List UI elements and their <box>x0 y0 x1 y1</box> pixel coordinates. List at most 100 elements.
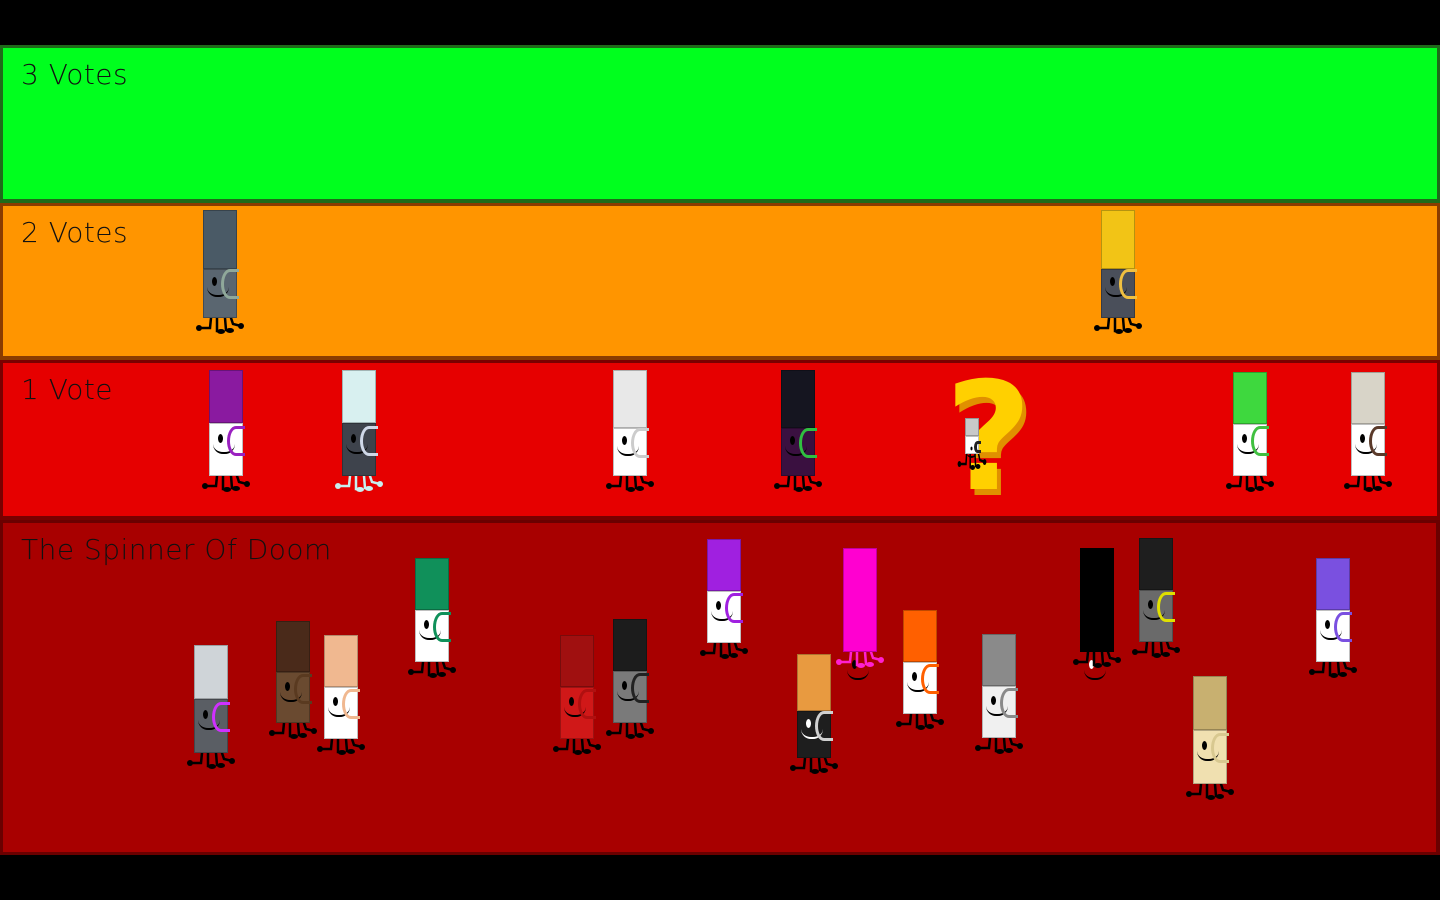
concrete-marker <box>975 634 1023 754</box>
ring-icon <box>342 689 360 720</box>
ring-icon <box>631 673 649 704</box>
legs-icon <box>1308 660 1358 678</box>
eye-icon <box>1242 434 1247 444</box>
mouth-icon <box>1143 610 1165 621</box>
mouth-icon <box>1355 444 1377 455</box>
legs-icon <box>1093 316 1143 334</box>
marker-cap <box>209 370 243 423</box>
marker-cap <box>324 635 358 687</box>
ring-icon <box>1251 426 1269 457</box>
mouth-icon <box>966 448 976 459</box>
mouth-icon <box>346 444 368 454</box>
legs-icon <box>895 712 945 730</box>
legs-icon <box>1131 640 1181 658</box>
ring-icon <box>221 269 239 299</box>
marker-cap <box>1101 210 1135 269</box>
legs-icon <box>605 721 655 739</box>
legs-icon <box>1225 474 1275 492</box>
legs-icon <box>186 751 236 769</box>
mouth-icon <box>213 444 235 454</box>
marker-cap <box>560 635 594 687</box>
tier-label: 1 Vote <box>21 373 114 406</box>
clover-marker <box>1226 372 1274 492</box>
ring-icon <box>921 664 939 695</box>
chocolate-marker <box>269 621 317 739</box>
legs-icon <box>407 660 457 678</box>
mouth-icon <box>785 446 807 456</box>
legs-icon <box>957 452 987 470</box>
temple-marker <box>1186 676 1234 800</box>
checkered-purple-marker <box>202 370 250 492</box>
marker-cap <box>1316 558 1350 610</box>
ring-icon <box>799 428 817 458</box>
legs-icon <box>773 474 823 492</box>
mouth-icon <box>280 692 302 703</box>
eye-icon <box>285 682 290 692</box>
mouth-icon <box>617 691 639 702</box>
mouth-icon <box>801 729 823 739</box>
teapot-marker <box>774 370 822 492</box>
ring-icon <box>725 593 743 624</box>
marker-cap <box>843 548 877 652</box>
eye-icon <box>912 672 917 682</box>
marker-cap <box>1351 372 1385 424</box>
ring-icon <box>973 440 981 454</box>
marker-cap <box>194 645 228 699</box>
legs-icon <box>195 316 245 334</box>
legs-icon <box>605 474 655 492</box>
devil-red-marker <box>553 635 601 755</box>
ring-icon <box>1000 688 1018 719</box>
mouth-icon <box>207 287 229 297</box>
peach-marker <box>317 635 365 755</box>
eye-icon <box>806 719 811 728</box>
marker-cap <box>613 619 647 671</box>
eye-icon <box>991 696 996 706</box>
crystal-marker <box>335 370 383 492</box>
ring-icon <box>631 428 649 458</box>
legs-icon <box>1343 474 1393 492</box>
eye-icon <box>1202 740 1207 750</box>
eye-icon <box>790 436 795 445</box>
legs-icon <box>974 736 1024 754</box>
mouth-icon <box>1084 670 1106 680</box>
marker-cap <box>903 610 937 662</box>
eye-icon <box>716 601 721 611</box>
legs-icon <box>835 650 885 668</box>
ring-icon <box>1157 592 1175 623</box>
green-marker <box>408 558 456 678</box>
eye-icon <box>333 697 338 707</box>
ring-icon <box>1334 612 1352 643</box>
galaxy-marker <box>187 645 235 769</box>
eye-icon <box>1110 277 1115 286</box>
tier-label: 3 Votes <box>21 58 129 91</box>
legs-icon <box>268 721 318 739</box>
marker-cap <box>707 539 741 591</box>
marker-cap <box>1233 372 1267 424</box>
marker-cap <box>965 418 979 436</box>
question-mark-icon: ? <box>945 351 1033 525</box>
legs-icon <box>1185 782 1235 800</box>
marker-cap <box>613 370 647 428</box>
eye-icon <box>203 709 208 719</box>
eye-icon <box>622 436 627 445</box>
mouth-icon <box>986 706 1008 717</box>
black-gray-marker <box>606 619 654 739</box>
marker-cap <box>276 621 310 672</box>
ring-icon <box>433 612 451 643</box>
mouth-icon <box>564 707 586 718</box>
ski-marker <box>606 370 654 492</box>
magenta-marker <box>836 548 884 680</box>
eye-icon <box>622 681 627 691</box>
eye-icon <box>569 697 574 707</box>
legs-icon <box>552 737 602 755</box>
question-mark-marker <box>957 418 987 470</box>
mouth-icon <box>847 670 869 680</box>
ring-icon <box>294 674 312 705</box>
cookies-cream-marker <box>1344 372 1392 492</box>
ring-icon <box>578 689 596 720</box>
mouth-icon <box>1320 630 1342 641</box>
marker-cap <box>1139 538 1173 590</box>
violet-marker <box>1309 558 1357 678</box>
gold-rose-marker <box>1094 210 1142 334</box>
ring-icon <box>212 701 230 732</box>
